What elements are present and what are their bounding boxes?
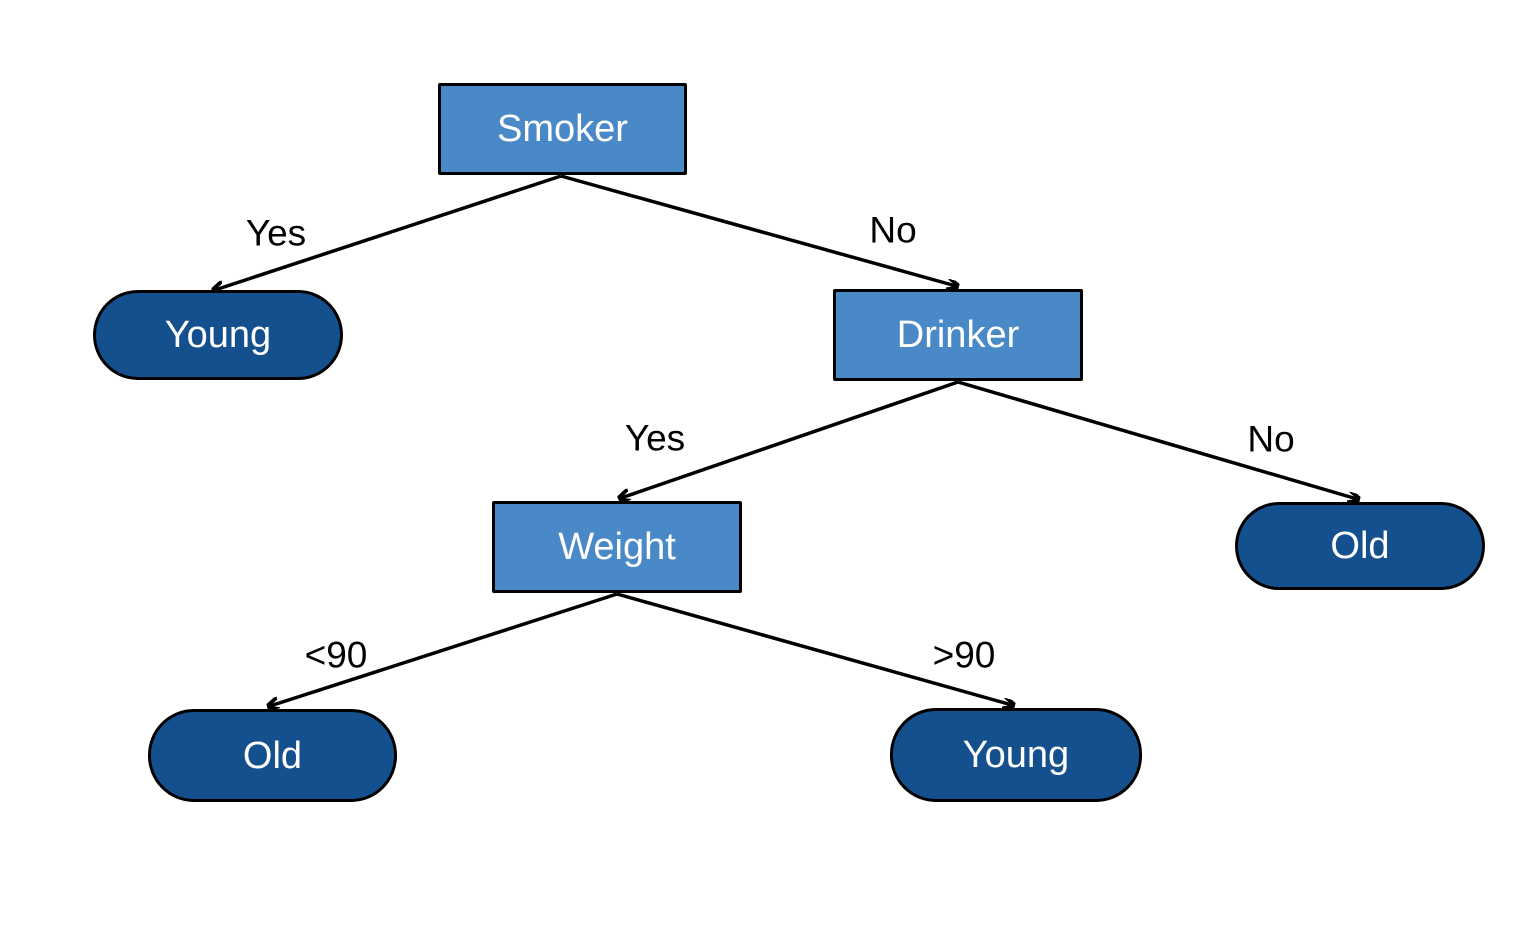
node-old-bottom-left: Old xyxy=(148,709,397,802)
edge-label-weight-gt90: >90 xyxy=(932,634,996,676)
edge-label-weight-lt90: <90 xyxy=(304,634,368,676)
node-young-left-label: Young xyxy=(164,314,272,356)
node-old-right: Old xyxy=(1235,502,1485,590)
node-smoker: Smoker xyxy=(438,83,687,175)
node-young-bottom-right: Young xyxy=(890,708,1142,802)
edge-weight-gt90 xyxy=(616,592,1012,705)
node-smoker-label: Smoker xyxy=(497,108,628,150)
edge-label-smoker-yes: Yes xyxy=(245,212,307,254)
edge-label-drinker-yes: Yes xyxy=(624,417,686,459)
edge-drinker-yes xyxy=(621,380,959,498)
node-weight-label: Weight xyxy=(558,526,676,568)
edge-label-drinker-no: No xyxy=(1247,418,1295,460)
node-drinker: Drinker xyxy=(833,289,1083,381)
node-young-left: Young xyxy=(93,290,343,380)
edge-drinker-no xyxy=(957,380,1357,499)
node-weight: Weight xyxy=(492,501,742,593)
edge-weight-lt90 xyxy=(270,592,618,706)
node-old-bottom-left-label: Old xyxy=(242,734,303,777)
node-drinker-label: Drinker xyxy=(896,314,1020,356)
node-old-right-label: Old xyxy=(1330,525,1390,567)
node-young-bottom-right-label: Young xyxy=(962,734,1070,776)
edge-smoker-no xyxy=(560,174,956,286)
edge-label-smoker-no: No xyxy=(869,209,917,251)
edge-smoker-yes xyxy=(215,174,562,290)
